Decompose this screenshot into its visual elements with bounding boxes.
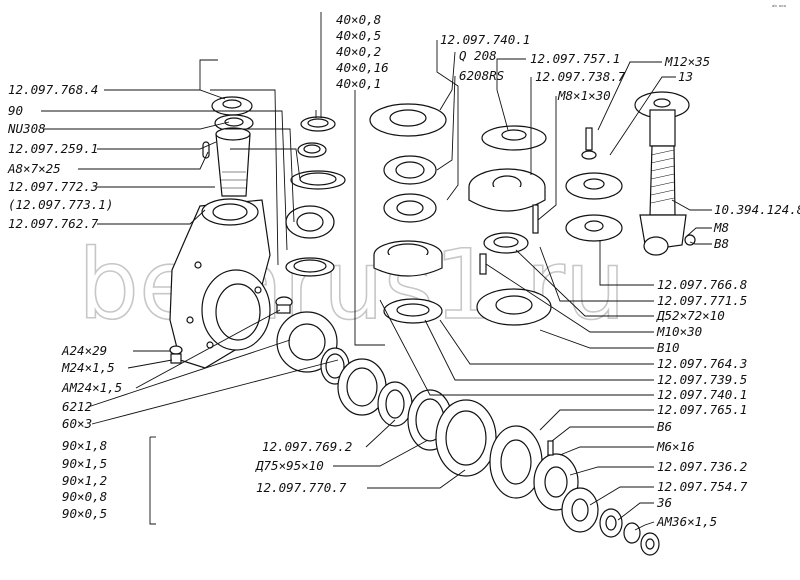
label-12-097-757-1: 12.097.757.1 bbox=[530, 51, 620, 66]
label-12-097-772-3: 12.097.772.3 bbox=[8, 179, 98, 194]
roller-bearing-nu308 bbox=[214, 114, 254, 132]
label-90x0-5: 90×0,5 bbox=[62, 506, 107, 521]
label-12-097-736-2: 12.097.736.2 bbox=[657, 459, 747, 474]
label-90x0-8: 90×0,8 bbox=[62, 489, 107, 504]
label-12-097-754-7: 12.097.754.7 bbox=[657, 479, 748, 494]
part-labels: 12.097.768.4 90 NU308 12.097.259.1 A8×7×… bbox=[7, 12, 800, 529]
label-40x0-16: 40×0,16 bbox=[336, 60, 389, 75]
label-40x0-2: 40×0,2 bbox=[336, 44, 381, 59]
label-12-097-771-5: 12.097.771.5 bbox=[657, 293, 747, 308]
label-am24x1-5: AM24×1,5 bbox=[61, 380, 122, 395]
label-6212: 6212 bbox=[62, 399, 92, 414]
label-12-097-770-7: 12.097.770.7 bbox=[256, 480, 347, 495]
label-m10x30: M10×30 bbox=[656, 324, 702, 339]
label-12-097-773-1: (12.097.773.1) bbox=[8, 197, 113, 212]
label-36: 36 bbox=[656, 495, 672, 510]
flange-column bbox=[565, 127, 623, 242]
label-nu308: NU308 bbox=[7, 121, 46, 136]
ring-part bbox=[211, 96, 253, 116]
label-90: 90 bbox=[8, 103, 23, 118]
label-m24x1-5: M24×1,5 bbox=[61, 360, 115, 375]
label-m8x1x30: M8×1×30 bbox=[557, 88, 611, 103]
label-40x0-5: 40×0,5 bbox=[336, 28, 381, 43]
label-12-097-762-7: 12.097.762.7 bbox=[8, 216, 99, 231]
label-a8x7x25: A8×7×25 bbox=[7, 161, 61, 176]
shim-stack bbox=[285, 116, 346, 277]
drain-plug bbox=[169, 296, 293, 364]
label-40x0-8: 40×0,8 bbox=[336, 12, 381, 27]
label-90x1-2: 90×1,2 bbox=[62, 473, 107, 488]
label-12-097-769-2: 12.097.769.2 bbox=[262, 439, 352, 454]
parts bbox=[169, 91, 696, 556]
label-12-097-740-1-top: 12.097.740.1 bbox=[440, 32, 530, 47]
label-12-097-740-1-mid: 12.097.740.1 bbox=[657, 387, 747, 402]
label-b6: B6 bbox=[657, 419, 672, 434]
leader-lines bbox=[41, 12, 712, 531]
label-12-097-739-5: 12.097.739.5 bbox=[657, 372, 747, 387]
label-60x3: 60×3 bbox=[62, 416, 92, 431]
label-b8: B8 bbox=[714, 236, 729, 251]
label-am36x1-5: AM36×1,5 bbox=[656, 514, 717, 529]
label-q208: Q 208 bbox=[459, 48, 497, 63]
label-6208rs: 6208RS bbox=[459, 68, 504, 83]
label-m6x16: M6×16 bbox=[656, 439, 695, 454]
watermark-text: belarus1.ru bbox=[78, 229, 626, 341]
label-m12x35: M12×35 bbox=[664, 54, 710, 69]
lower-seal-chain bbox=[276, 311, 660, 556]
corner-mark: ᵃᵇ ᵒᵒᵒ bbox=[772, 4, 787, 11]
label-d52x72x10: Д52×72×10 bbox=[656, 308, 725, 323]
shaft-part bbox=[202, 127, 251, 197]
label-d75x95x10: Д75×95×10 bbox=[255, 458, 324, 473]
label-m8: M8 bbox=[713, 220, 729, 235]
label-90x1-5: 90×1,5 bbox=[62, 456, 107, 471]
label-90x1-8: 90×1,8 bbox=[62, 438, 107, 453]
label-10-394-124-8: 10.394.124.8 bbox=[714, 202, 800, 217]
label-12-097-764-3: 12.097.764.3 bbox=[657, 356, 747, 371]
label-12-097-259-1: 12.097.259.1 bbox=[8, 141, 98, 156]
label-a24x29: A24×29 bbox=[61, 343, 107, 358]
label-40x0-1: 40×0,1 bbox=[336, 76, 381, 91]
label-12-097-738-7: 12.097.738.7 bbox=[535, 69, 626, 84]
label-13: 13 bbox=[678, 69, 693, 84]
gearbox-housing bbox=[169, 198, 271, 369]
bearing-column-center bbox=[369, 103, 447, 324]
label-12-097-766-8: 12.097.766.8 bbox=[657, 277, 747, 292]
label-12-097-768-4: 12.097.768.4 bbox=[8, 82, 98, 97]
drive-shaft bbox=[634, 91, 696, 256]
label-b10: B10 bbox=[657, 340, 680, 355]
label-12-097-765-1: 12.097.765.1 bbox=[657, 402, 747, 417]
